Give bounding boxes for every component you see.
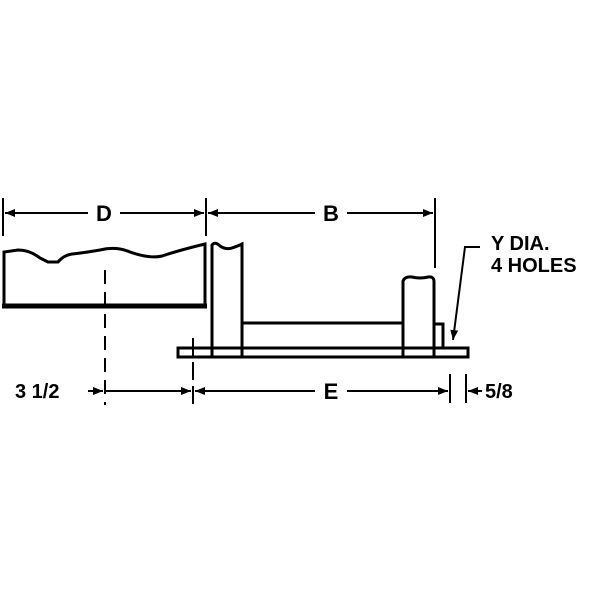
upright-left — [210, 241, 244, 356]
dimension-b-label: B — [323, 201, 339, 226]
dimension-offset-label: 3 1/2 — [15, 381, 59, 403]
callout-leader — [450, 246, 480, 341]
dimension-d-label: D — [96, 201, 112, 226]
top-extension-lines — [2, 198, 436, 268]
upright-right — [401, 275, 436, 356]
callout-line2: 4 HOLES — [491, 255, 577, 277]
dimension-edge-label: 5/8 — [485, 381, 513, 403]
hole-tab — [434, 322, 445, 347]
mounting-section — [2, 242, 207, 307]
bottom-extension-lines — [449, 374, 467, 403]
base-plate — [176, 346, 470, 359]
callout-line1: Y DIA. — [491, 233, 550, 255]
dimension-e-label: E — [324, 379, 339, 404]
